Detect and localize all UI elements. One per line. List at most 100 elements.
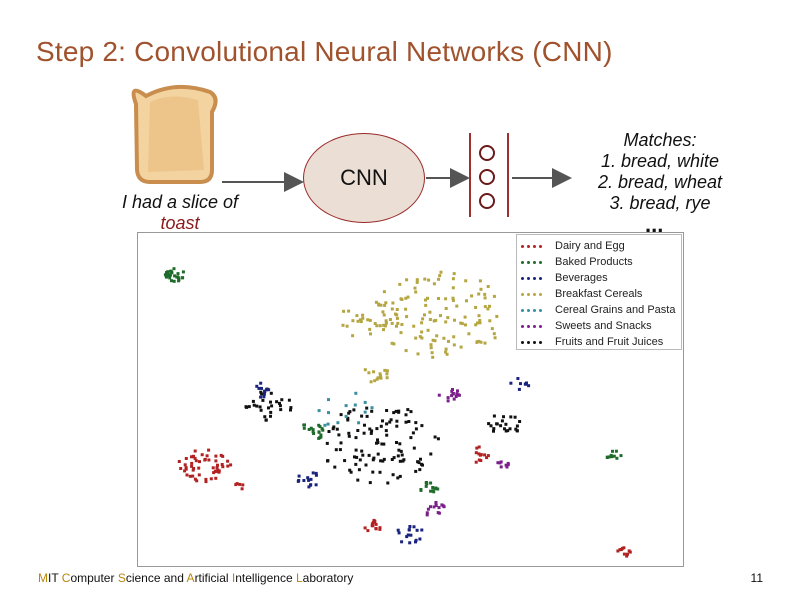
scatter-point [356, 319, 360, 323]
scatter-point [432, 282, 436, 286]
scatter-point [354, 448, 358, 452]
scatter-point [426, 296, 429, 300]
scatter-point [370, 409, 374, 413]
scatter-point [420, 336, 424, 340]
scatter-point [373, 519, 377, 523]
scatter-point [347, 434, 351, 438]
scatter-point [190, 461, 194, 465]
scatter-point [486, 307, 490, 311]
scatter-point [353, 403, 357, 407]
scatter-point [437, 511, 441, 515]
scatter-point [429, 343, 433, 347]
scatter-point [314, 471, 318, 475]
scatter-point [351, 319, 355, 323]
scatter-point [205, 454, 209, 458]
scatter-point [385, 433, 389, 437]
scatter-point [365, 406, 369, 410]
scatter-point [341, 323, 345, 327]
scatter-point [388, 420, 392, 424]
scatter-point [452, 343, 456, 347]
scatter-point [354, 391, 358, 395]
scatter-point [421, 463, 424, 467]
scatter-point [433, 435, 437, 439]
scatter-point [336, 421, 340, 425]
scatter-point [190, 455, 193, 459]
scatter-point [312, 432, 316, 435]
scatter-point [396, 528, 400, 532]
scatter-point [614, 449, 618, 453]
scatter-point [358, 318, 362, 322]
scatter-point [278, 404, 282, 408]
scatter-point [622, 546, 626, 550]
scatter-point [430, 351, 434, 355]
scatter-point [485, 456, 489, 460]
scatter-point [331, 427, 335, 431]
scatter-point [492, 294, 496, 298]
scatter-point [459, 321, 463, 325]
scatter-point [363, 400, 367, 404]
scatter-point [515, 429, 519, 433]
scatter-point [490, 327, 494, 331]
footer-text-part: aboratory [302, 571, 354, 585]
scatter-point [214, 454, 218, 458]
scatter-point [368, 327, 372, 331]
scatter-point [179, 467, 183, 470]
scatter-point [378, 526, 382, 530]
scatter-point [483, 453, 487, 457]
legend-item: Baked Products [521, 254, 677, 270]
scatter-point [384, 301, 388, 305]
scatter-point [359, 320, 363, 324]
scatter-point [352, 408, 356, 412]
scatter-point [339, 441, 343, 445]
scatter-point [339, 413, 343, 417]
scatter-point [502, 415, 505, 419]
scatter-point [438, 274, 442, 278]
scatter-point [405, 278, 409, 282]
match-item: 2. bread, wheat [597, 172, 723, 192]
scatter-point [395, 424, 399, 428]
scatter-point [376, 438, 379, 442]
footer-text-part: ntelligence [235, 571, 296, 585]
scatter-point [344, 404, 348, 408]
scatter-point [622, 552, 626, 556]
scatter-point [338, 448, 342, 452]
scatter-point [395, 308, 399, 311]
scatter-point [269, 414, 272, 418]
scatter-point [289, 406, 293, 410]
scatter-point [404, 296, 408, 300]
scatter-point [360, 449, 364, 453]
legend-label: Cereal Grains and Pasta [555, 304, 676, 316]
scatter-point [428, 318, 432, 321]
scatter-point [434, 504, 438, 507]
scatter-point [382, 328, 385, 332]
scatter-point [361, 313, 365, 317]
scatter-point [406, 533, 410, 537]
legend-label: Beverages [555, 272, 608, 284]
scatter-point [446, 316, 450, 320]
legend-label: Breakfast Cereals [555, 288, 643, 300]
scatter-point [409, 533, 413, 537]
scatter-point [356, 478, 360, 482]
scatter-point [166, 271, 170, 275]
scatter-point [383, 324, 387, 328]
scatter-point [391, 473, 395, 477]
scatter-point [385, 376, 389, 380]
scatter-point [431, 355, 435, 359]
scatter-point [498, 461, 502, 465]
scatter-point [519, 382, 522, 386]
scatter-point [379, 374, 382, 378]
scatter-point [375, 427, 379, 431]
scatter-point [269, 410, 273, 414]
scatter-point [379, 303, 383, 307]
scatter-point [234, 483, 238, 487]
legend-label: Fruits and Fruit Juices [555, 336, 664, 348]
scatter-point [368, 481, 372, 485]
scatter-point [259, 381, 263, 385]
scatter-point [428, 310, 432, 314]
scatter-point [287, 398, 291, 402]
scatter-point [374, 522, 378, 526]
scatter-point [311, 471, 315, 475]
footer-text-part: A [186, 571, 195, 585]
scatter-point [483, 305, 487, 309]
scatter-point [369, 431, 373, 435]
